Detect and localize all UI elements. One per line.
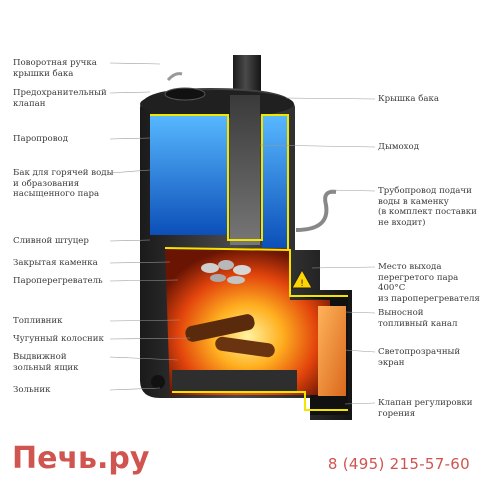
leader-lines (109, 62, 376, 405)
labels_right-leader-5 (344, 349, 376, 353)
labels_right-label-6: Клапан регулировки горения (378, 398, 473, 419)
phone-number: 8 (495) 215-57-60 (327, 455, 470, 473)
logo-text: Печь.ру (12, 441, 150, 476)
labels_left-label-10: Зольник (13, 385, 51, 395)
labels_right-label-2: Трубопровод подачи воды в каменку (в ком… (378, 186, 477, 228)
labels_left-leader-5 (109, 261, 171, 264)
labels_left-label-7: Топливник (13, 316, 63, 326)
labels_left-leader-1 (109, 91, 151, 94)
labels_left-leader-6 (109, 279, 179, 282)
svg-text:!: ! (300, 279, 304, 289)
labels_right-label-3: Место выхода перегретого пара 400°С из п… (378, 262, 480, 304)
glass-screen (318, 306, 346, 396)
labels_left-leader-4 (109, 239, 151, 242)
stones (201, 260, 251, 284)
section-outline (150, 114, 348, 411)
labels_left-label-2: Паропровод (13, 134, 68, 144)
labels_right-leader-1 (259, 144, 376, 148)
warning-icon (291, 268, 313, 289)
water-tank-right (262, 115, 288, 248)
tank-lid (140, 90, 294, 118)
labels_left-leader-0 (109, 62, 161, 65)
labels_left-label-3: Бак для горячей воды и образования насыщ… (13, 168, 114, 199)
labels_right-leader-6 (344, 402, 376, 405)
labels_left-label-4: Сливной штуцер (13, 236, 89, 246)
labels_left-label-1: Предохранительный клапан (13, 88, 107, 109)
smoke-channel (230, 95, 260, 245)
labels_right-label-1: Дымоход (378, 142, 419, 152)
labels_left-leader-3 (109, 169, 151, 174)
ash-drawer (172, 370, 297, 392)
labels_left-leader-2 (109, 137, 151, 140)
labels_right-leader-0 (285, 97, 376, 100)
labels_left-leader-7 (109, 319, 181, 322)
labels_left-label-0: Поворотная ручка крышки бака (13, 58, 97, 79)
water-tank-left (150, 115, 228, 235)
water-supply-pipe (295, 189, 337, 232)
labels_right-leader-4 (344, 311, 376, 314)
brand-logo: Печь.ру (12, 441, 150, 476)
labels_right-label-5: Светопрозрачный экран (378, 347, 461, 368)
labels_left-label-9: Выдвижной зольный ящик (13, 352, 79, 373)
labels_right-leader-3 (311, 266, 376, 269)
labels_left-label-5: Закрытая каменка (13, 258, 98, 268)
labels_left-label-8: Чугунный колосник (13, 334, 104, 344)
labels_right-label-4: Выносной топливный канал (378, 308, 458, 329)
lid-handle (166, 72, 183, 82)
labels_right-leader-2 (329, 189, 376, 192)
ash-pit-opening (151, 375, 165, 389)
labels_right-label-0: Крышка бака (378, 94, 439, 104)
labels_left-leader-8 (109, 337, 191, 340)
labels_left-leader-9 (109, 356, 179, 361)
labels_left-leader-10 (109, 387, 161, 391)
labels_left-label-6: Пароперегреватель (13, 276, 103, 286)
